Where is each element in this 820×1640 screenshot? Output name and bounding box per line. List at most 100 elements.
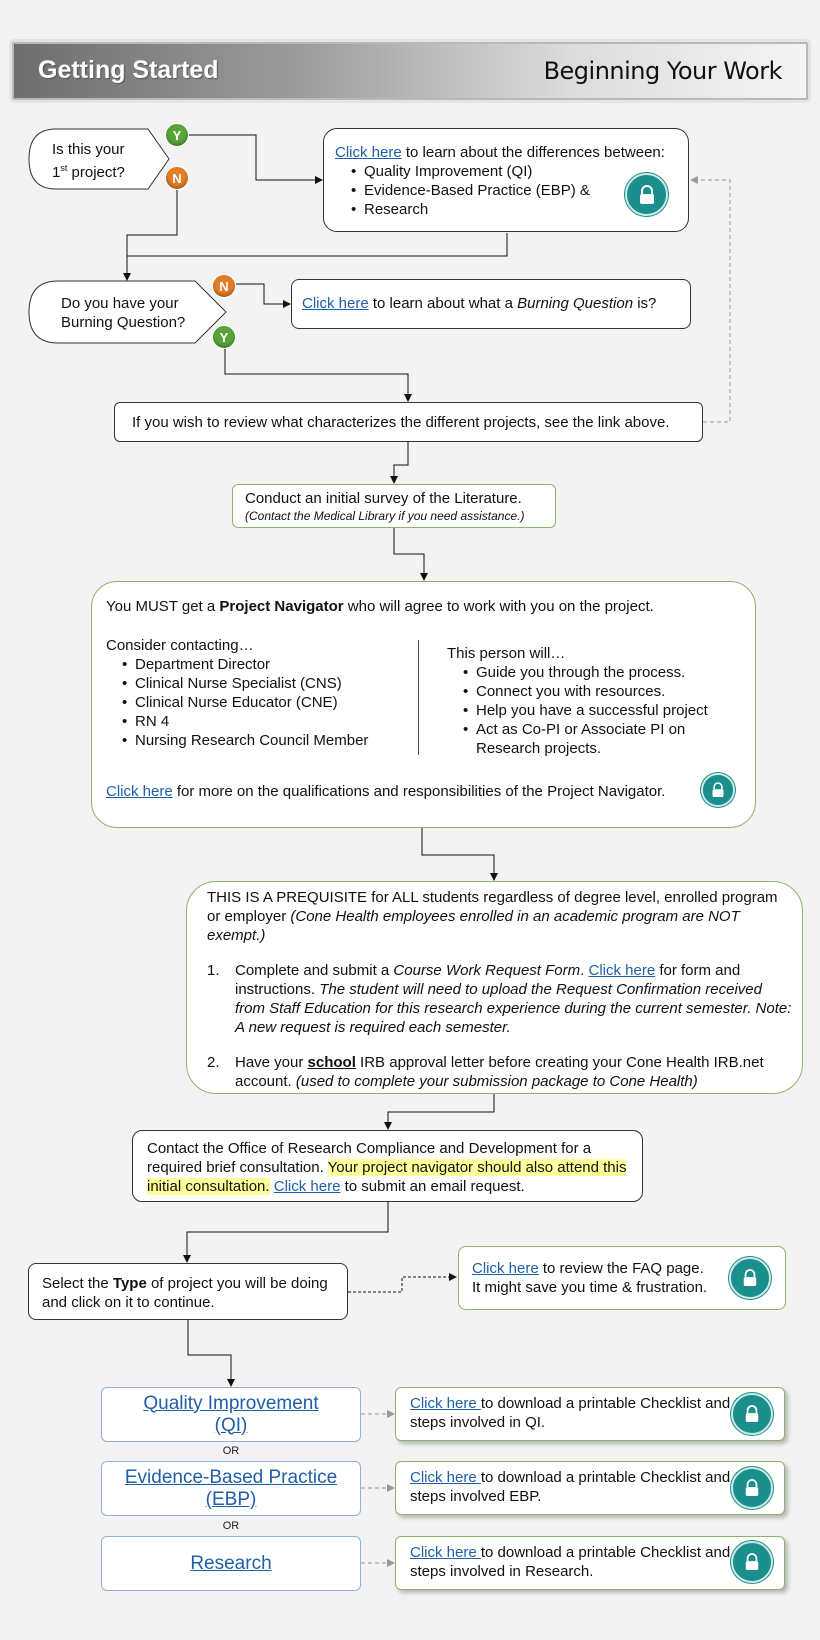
evidence-based-practice-button[interactable]: Evidence-Based Practice(EBP) bbox=[101, 1461, 361, 1516]
email-request-link[interactable]: Click here bbox=[273, 1178, 341, 1195]
compliance-consultation-box: Contact the Office of Research Complianc… bbox=[132, 1130, 643, 1202]
research-checklist-box: Click here to download a printable Check… bbox=[395, 1536, 785, 1590]
quality-improvement-abbr: (QI) bbox=[214, 1414, 248, 1436]
list-item: Clinical Nurse Educator (CNE) bbox=[122, 693, 368, 712]
prerequisite-intro-text: THIS IS A PREQUISITE for ALL students re… bbox=[207, 889, 778, 925]
step-2-note: (used to complete your submission packag… bbox=[295, 1073, 698, 1090]
consider-contacting-list: Department Director Clinical Nurse Speci… bbox=[106, 655, 368, 750]
research-checklist-link[interactable]: Click here bbox=[410, 1544, 481, 1561]
step-1-number: 1. bbox=[207, 962, 220, 979]
header-banner: Getting Started Beginning Your Work bbox=[12, 42, 808, 100]
connector-select-to-types bbox=[187, 1320, 235, 1387]
step-2-text: Have your school IRB approval letter bef… bbox=[235, 1053, 792, 1091]
list-item: Nursing Research Council Member bbox=[122, 731, 368, 750]
navigator-duties-title: This person will… bbox=[447, 645, 566, 662]
prerequisite-intro-note: (Cone Health employees enrolled in an ac… bbox=[207, 908, 740, 944]
cone-health-lock-icon bbox=[729, 1257, 771, 1299]
quality-improvement-button[interactable]: Quality Improvement(QI) bbox=[101, 1387, 361, 1442]
first-project-ordinal-suffix: st bbox=[60, 163, 68, 173]
cone-health-lock-icon bbox=[701, 773, 735, 807]
qi-checklist-text: to download a printable Checklist and th… bbox=[410, 1395, 756, 1431]
cone-health-lock-icon bbox=[625, 173, 668, 216]
literature-survey-text: Conduct an initial survey of the Literat… bbox=[245, 490, 522, 507]
connector-diff-down bbox=[127, 233, 508, 257]
list-item: Clinical Nurse Specialist (CNS) bbox=[122, 674, 368, 693]
compliance-text: Contact the Office of Research Complianc… bbox=[147, 1140, 592, 1176]
select-project-type-box: Select the Type of project you will be d… bbox=[28, 1263, 348, 1320]
burning-question-info-end: is? bbox=[633, 295, 657, 312]
burning-question-link[interactable]: Click here bbox=[302, 295, 369, 312]
step-2-text-b: IRB approval letter before creating your… bbox=[235, 1054, 764, 1090]
faq-tip: It might save you time & frustration. bbox=[472, 1279, 708, 1296]
navigator-duties-section: This person will… Guide you through the … bbox=[447, 644, 727, 758]
course-work-form-name: Course Work Request Form bbox=[393, 962, 581, 979]
no-badge: N bbox=[212, 274, 236, 298]
review-projects-box: If you wish to review what characterizes… bbox=[114, 402, 703, 442]
navigator-more-info: Click here for more on the qualification… bbox=[106, 783, 665, 800]
review-projects-text: If you wish to review what characterizes… bbox=[132, 414, 670, 431]
or-separator: OR bbox=[222, 1445, 240, 1457]
ebp-checklist-link[interactable]: Click here bbox=[410, 1469, 481, 1486]
quality-improvement-link[interactable]: Quality Improvement(QI) bbox=[143, 1393, 318, 1437]
navigator-info-link[interactable]: Click here bbox=[106, 783, 173, 800]
step-1-text-a: Complete and submit a bbox=[235, 962, 394, 979]
no-badge: N bbox=[165, 166, 189, 190]
select-type-text: Select the bbox=[42, 1275, 113, 1292]
faq-box: Click here to review the FAQ page. It mi… bbox=[458, 1246, 786, 1310]
connector-review-to-survey bbox=[390, 442, 409, 484]
differences-box: Click here to learn about the difference… bbox=[323, 128, 689, 232]
cone-health-lock-icon bbox=[731, 1467, 773, 1509]
research-button[interactable]: Research bbox=[101, 1536, 361, 1591]
list-item: Act as Co-PI or Associate PI on Research… bbox=[463, 720, 727, 758]
list-item: Help you have a successful project bbox=[463, 701, 727, 720]
qi-checklist-link[interactable]: Click here bbox=[410, 1395, 481, 1412]
prerequisite-intro: THIS IS A PREQUISITE for ALL students re… bbox=[207, 888, 792, 945]
differences-text: to learn about the differences between: bbox=[401, 144, 665, 161]
faq-link[interactable]: Click here bbox=[472, 1260, 539, 1277]
list-item: Guide you through the process. bbox=[463, 663, 727, 682]
connector-navigator-to-prereq bbox=[421, 828, 498, 881]
connector-no-to-burning bbox=[236, 283, 291, 308]
navigator-duties-list: Guide you through the process. Connect y… bbox=[447, 663, 727, 758]
or-separator: OR bbox=[222, 1520, 240, 1532]
compliance-text-end: to submit an email request. bbox=[340, 1178, 525, 1195]
step-1-note: The student will need to upload the Requ… bbox=[235, 981, 792, 1036]
research-link[interactable]: Research bbox=[190, 1552, 272, 1574]
project-navigator-box: You MUST get a Project Navigator who wil… bbox=[91, 581, 756, 828]
first-project-question: Is this your 1st project? bbox=[52, 141, 152, 182]
column-divider bbox=[418, 640, 419, 755]
yes-badge: Y bbox=[212, 325, 236, 349]
connector-prereq-to-compliance bbox=[384, 1094, 495, 1130]
step-1-text: Complete and submit a Course Work Reques… bbox=[235, 961, 792, 1037]
list-item: RN 4 bbox=[122, 712, 368, 731]
ebp-checklist-box: Click here to download a printable Check… bbox=[395, 1461, 785, 1515]
literature-survey-box: Conduct an initial survey of the Literat… bbox=[232, 484, 556, 528]
list-item: Evidence-Based Practice (EBP) & bbox=[351, 181, 678, 200]
navigator-info-text: for more on the qualifications and respo… bbox=[172, 783, 666, 800]
list-item: Quality Improvement (QI) bbox=[351, 162, 678, 181]
burning-question-info-box: Click here to learn about what a Burning… bbox=[291, 279, 691, 329]
course-work-form-link[interactable]: Click here bbox=[588, 962, 656, 979]
differences-list: Quality Improvement (QI) Evidence-Based … bbox=[335, 162, 678, 219]
consider-contacting-title: Consider contacting… bbox=[106, 637, 254, 654]
step-2-number: 2. bbox=[207, 1054, 220, 1071]
faq-text: to review the FAQ page. bbox=[538, 1260, 704, 1277]
connector-compliance-to-select bbox=[183, 1202, 389, 1263]
evidence-based-practice-link[interactable]: Evidence-Based Practice(EBP) bbox=[125, 1467, 337, 1511]
burning-question-line-1: Do you have your bbox=[61, 295, 179, 312]
connector-yes-to-review bbox=[224, 342, 412, 402]
connector-survey-to-navigator bbox=[393, 528, 428, 581]
burning-question-text: Do you have your Burning Question? bbox=[61, 294, 201, 332]
first-project-text-end: project? bbox=[67, 164, 125, 181]
select-type-text-end: of project you will be doing and click o… bbox=[42, 1275, 328, 1311]
project-navigator-term: Project Navigator bbox=[219, 598, 344, 615]
school-term: school bbox=[307, 1054, 356, 1071]
step-1-text-b: . bbox=[580, 962, 589, 979]
ebp-checklist-text: to download a printable Checklist and th… bbox=[410, 1469, 756, 1505]
burning-question-decision bbox=[28, 280, 227, 344]
page-title: Getting Started bbox=[38, 56, 219, 84]
differences-link[interactable]: Click here bbox=[335, 144, 402, 161]
first-project-decision bbox=[28, 128, 170, 190]
list-item: Connect you with resources. bbox=[463, 682, 727, 701]
